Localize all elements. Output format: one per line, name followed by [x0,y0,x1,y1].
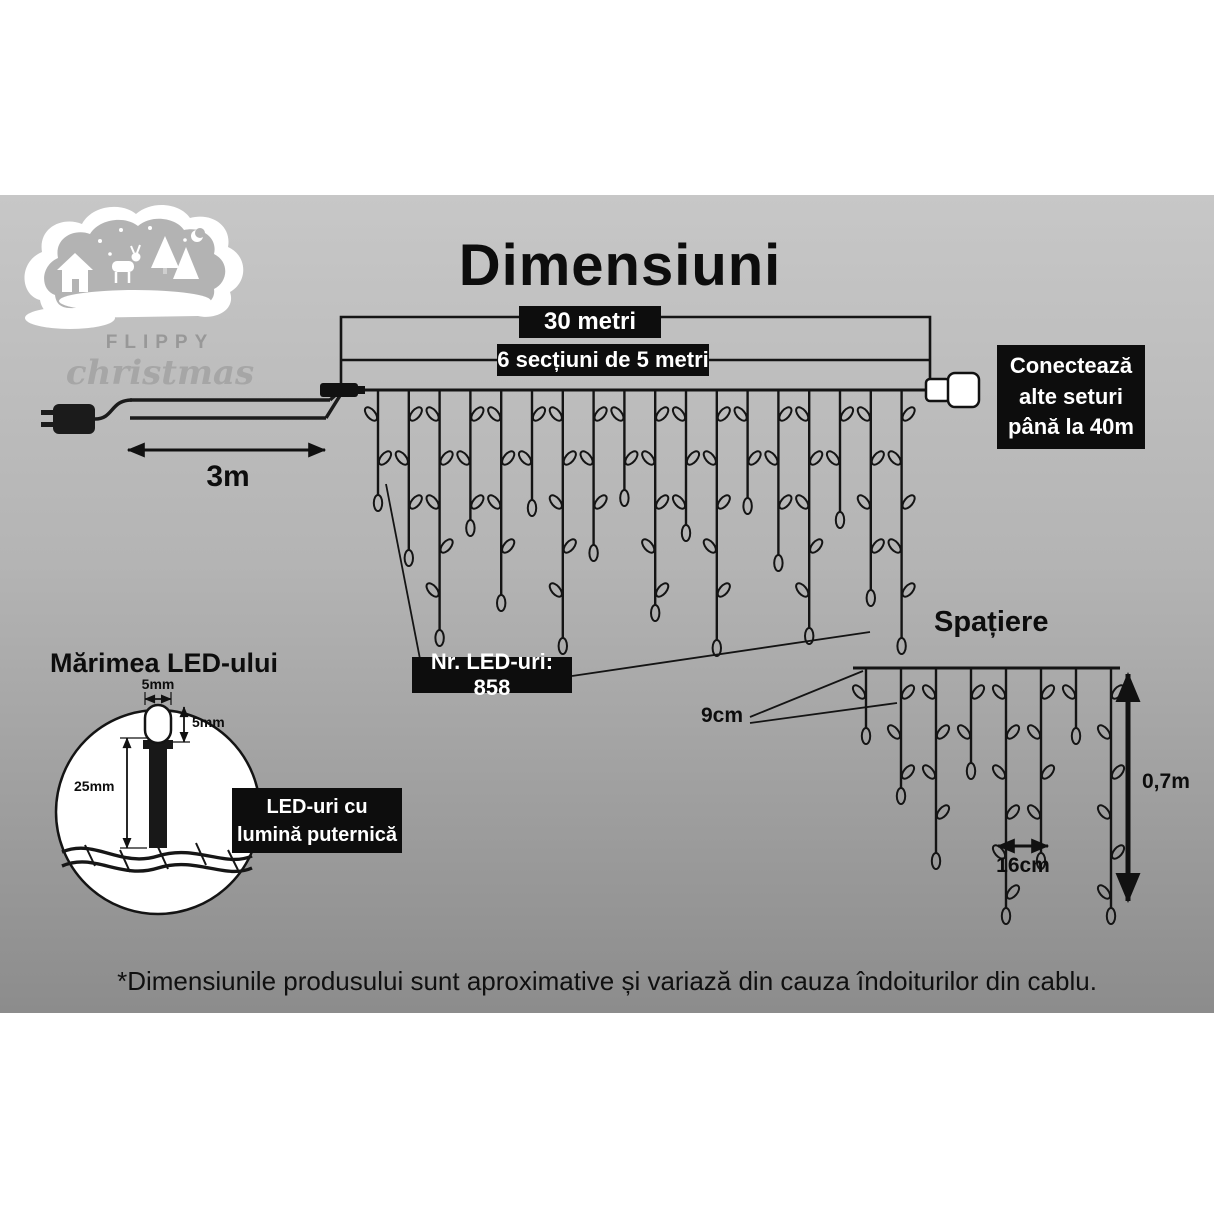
led-dimension-arrows [120,692,190,849]
logo-script-text: christmas [66,353,254,393]
lead-length-value: 3m [206,460,250,493]
logo-brand-text: FLIPPY [106,332,215,353]
led-cap-width-value: 5mm [141,676,175,692]
disclaimer-text: *Dimensiunile produsului sunt aproximati… [117,966,1097,996]
led-size-diagram [54,692,262,916]
power-plug [41,390,343,434]
sections-label: 6 secțiuni de 5 metri [497,344,709,376]
logo-trees [151,236,199,279]
logo-deer [112,244,141,283]
spacing-icicles [851,668,1126,925]
led-bulb [143,703,173,848]
connect-note-label: Conectează alte seturi până la 40m [997,345,1145,449]
logo-house [57,253,93,292]
twisted-wire [61,842,253,874]
led-brightness-note: LED-uri cu lumină puternică [232,788,402,853]
drop-spacing-value: 9cm [701,704,744,727]
spacing-heading: Spațiere [934,606,1049,638]
led-count-pointers [385,483,871,677]
inline-connector [320,383,358,397]
main-wire [320,383,928,397]
drop-length-value: 0,7m [1142,770,1190,793]
logo-moon-and-snow [98,226,205,256]
page-title: Dimensiuni [458,233,782,298]
horizontal-spacing-value: 16cm [996,854,1050,877]
led-body-height-value: 25mm [74,778,115,794]
icicle-curtain [363,390,916,657]
spacing-pointers [749,670,898,724]
spacing-arrows [996,671,1141,904]
led-cap-height-value: 5mm [192,714,225,730]
end-connector [924,371,981,409]
flippy-christmas-logo: FLIPPY christmas [24,204,254,393]
led-size-heading: Mărimea LED-ului [50,648,279,678]
total-length-label: 30 metri [519,306,661,338]
led-count-label: Nr. LED-uri: 858 [412,649,572,700]
